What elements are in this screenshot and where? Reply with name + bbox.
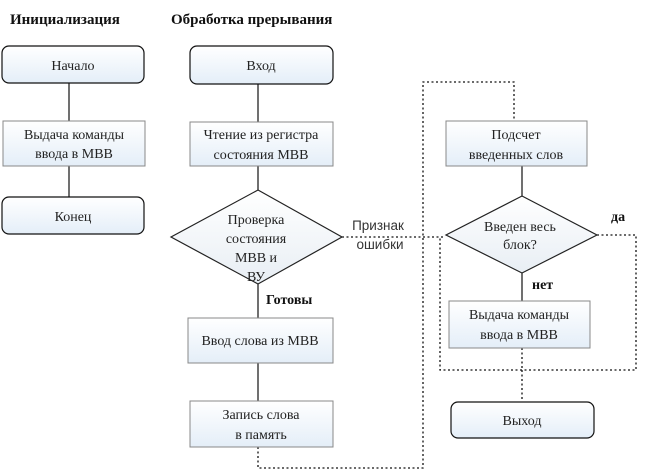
count-words-line-2: введенных слов	[469, 148, 564, 163]
issue-command-line-1: Выдача команды	[24, 128, 125, 143]
error-label-line-2: ошибки	[356, 237, 403, 252]
check-status-line-3: МВВ и	[235, 251, 278, 266]
write-word-box	[189, 400, 334, 448]
start-terminal	[1, 45, 145, 84]
count-words-box	[445, 120, 588, 167]
issue-command-box-init	[2, 120, 146, 167]
check-status-diamond	[169, 189, 344, 285]
exit-terminal	[450, 401, 595, 439]
entry-label: Вход	[246, 59, 275, 74]
end-terminal	[1, 196, 145, 235]
start-label: Начало	[51, 59, 94, 74]
read-status-box	[189, 121, 334, 167]
count-words-line-1: Подсчет	[491, 128, 540, 143]
input-word-label: Ввод слова из МВВ	[201, 334, 318, 349]
end-label: Конец	[55, 210, 92, 225]
check-status-line-1: Проверка	[228, 213, 285, 228]
read-status-line-2: состояния МВВ	[214, 148, 309, 163]
header-init: Инициализация	[10, 12, 120, 28]
ready-label: Готовы	[266, 293, 312, 308]
issue-command-loop-line-2: ввода в МВВ	[480, 328, 558, 343]
yes-label: да	[611, 210, 625, 225]
input-word-box	[187, 317, 334, 364]
write-word-line-2: в память	[235, 428, 287, 443]
check-status-line-4: ВУ	[247, 270, 265, 285]
issue-command-box-loop	[448, 300, 591, 349]
block-check-diamond	[444, 195, 599, 274]
block-check-line-1: Введен весь	[484, 220, 556, 235]
check-status-line-2: состояния	[226, 232, 287, 247]
error-label-line-1: Признак	[352, 218, 404, 233]
entry-terminal	[189, 45, 334, 85]
header-interrupt: Обработка прерывания	[171, 12, 332, 28]
dotted-write-to-count	[257, 81, 515, 469]
block-check-line-2: блок?	[503, 238, 537, 253]
exit-label: Выход	[503, 414, 542, 429]
dotted-yes-loop	[439, 234, 637, 371]
no-label: нет	[532, 278, 553, 293]
issue-command-line-2: ввода в МВВ	[35, 147, 113, 162]
write-word-line-1: Запись слова	[223, 408, 301, 423]
issue-command-loop-line-1: Выдача команды	[469, 308, 570, 323]
read-status-line-1: Чтение из регистра	[204, 128, 320, 143]
